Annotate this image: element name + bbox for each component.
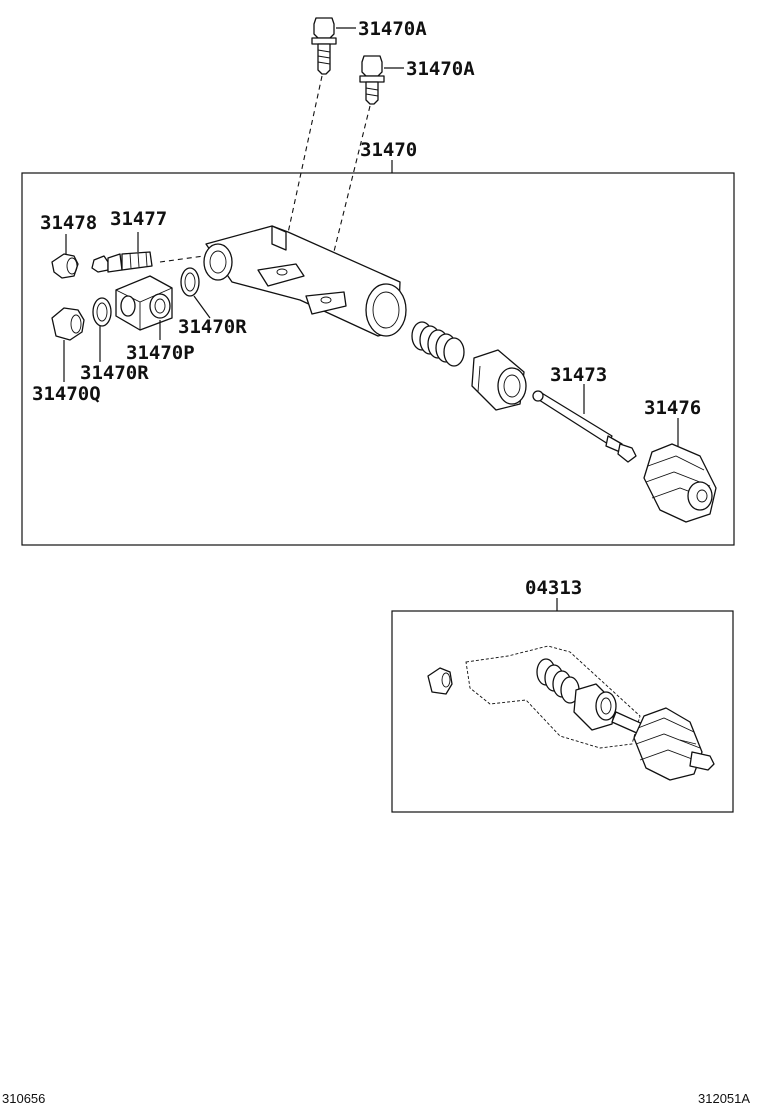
gasket-upper[interactable] (180, 267, 200, 297)
bleeder-plug[interactable] (91, 251, 153, 273)
piston-spring[interactable] (411, 321, 465, 367)
label-bolt-1: 31470A (358, 18, 427, 40)
boot[interactable] (643, 443, 717, 523)
assembly-frame (21, 172, 735, 546)
label-plug: 31478 (40, 212, 97, 234)
label-gasket-upper: 31470R (178, 316, 247, 338)
kit-illustration[interactable] (427, 645, 715, 781)
leader-gasket-upper (193, 295, 211, 319)
label-cylinder-assy: 31470 (360, 139, 417, 161)
cylinder-body[interactable] (203, 225, 407, 337)
label-gasket-lower: 31470R (80, 362, 149, 384)
push-rod[interactable] (532, 390, 637, 463)
install-line-bleeder (159, 255, 205, 263)
footer-left-code: 310656 (2, 1091, 45, 1106)
footer-right-code: 312051A (698, 1091, 750, 1106)
piston[interactable] (471, 349, 527, 411)
label-bleeder: 31477 (110, 208, 167, 230)
label-push-rod: 31473 (550, 364, 607, 386)
label-kit: 04313 (525, 577, 582, 599)
gasket-lower[interactable] (92, 297, 112, 327)
union-fitting[interactable] (115, 275, 173, 331)
label-union-bolt: 31470Q (32, 383, 101, 405)
union-bolt[interactable] (51, 307, 85, 341)
plug[interactable] (51, 253, 79, 279)
label-bolt-2: 31470A (406, 58, 475, 80)
label-boot: 31476 (644, 397, 701, 419)
bolt-1[interactable] (311, 17, 337, 75)
kit-frame (391, 610, 734, 813)
bolt-2[interactable] (359, 55, 385, 105)
label-union: 31470P (126, 342, 195, 364)
